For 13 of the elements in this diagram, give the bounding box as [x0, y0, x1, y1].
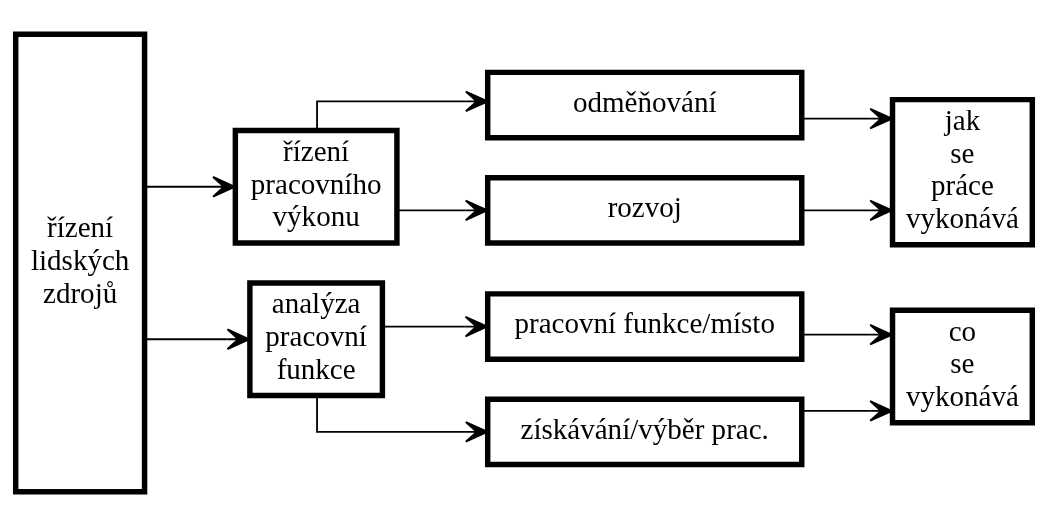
- node-box: jak se práce vykonává: [889, 96, 1036, 248]
- node-box: co se vykonává: [889, 307, 1036, 426]
- arrow: [801, 324, 893, 346]
- arrow: [801, 199, 893, 222]
- node-box: odměňování: [484, 69, 805, 141]
- node-box: analýza pracovní funkce: [247, 280, 386, 399]
- node-box: získávání/výběr prac.: [484, 396, 805, 468]
- node-box: rozvoj: [484, 174, 805, 246]
- node-box: řízení lidských zdrojů: [12, 31, 148, 495]
- arrow: [801, 107, 893, 130]
- node-box: pracovní funkce/místo: [484, 291, 805, 362]
- arrow: [801, 400, 893, 422]
- node-box: řízení pracovního výkonu: [232, 127, 400, 246]
